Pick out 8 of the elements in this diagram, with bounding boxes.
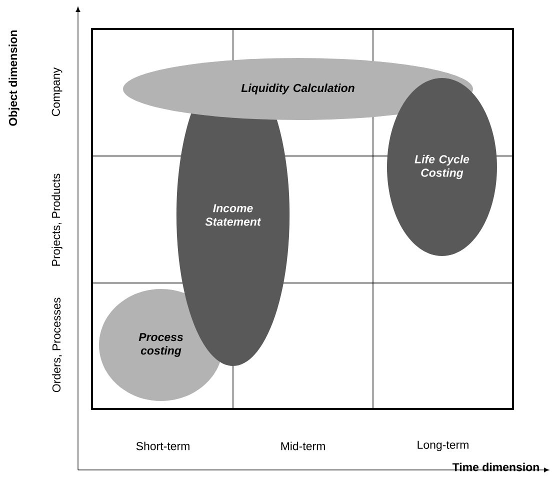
axis-title: Time dimension <box>452 462 539 472</box>
column-label: Short-term <box>136 442 190 450</box>
row-label: Company <box>52 67 62 116</box>
column-label: Long-term <box>418 440 468 452</box>
axis-title: Object dimension <box>8 30 20 126</box>
row-label: Orders, Processes <box>52 298 62 392</box>
column-label: Mid-term <box>281 442 325 450</box>
row-label: Projects, Products <box>52 174 62 266</box>
